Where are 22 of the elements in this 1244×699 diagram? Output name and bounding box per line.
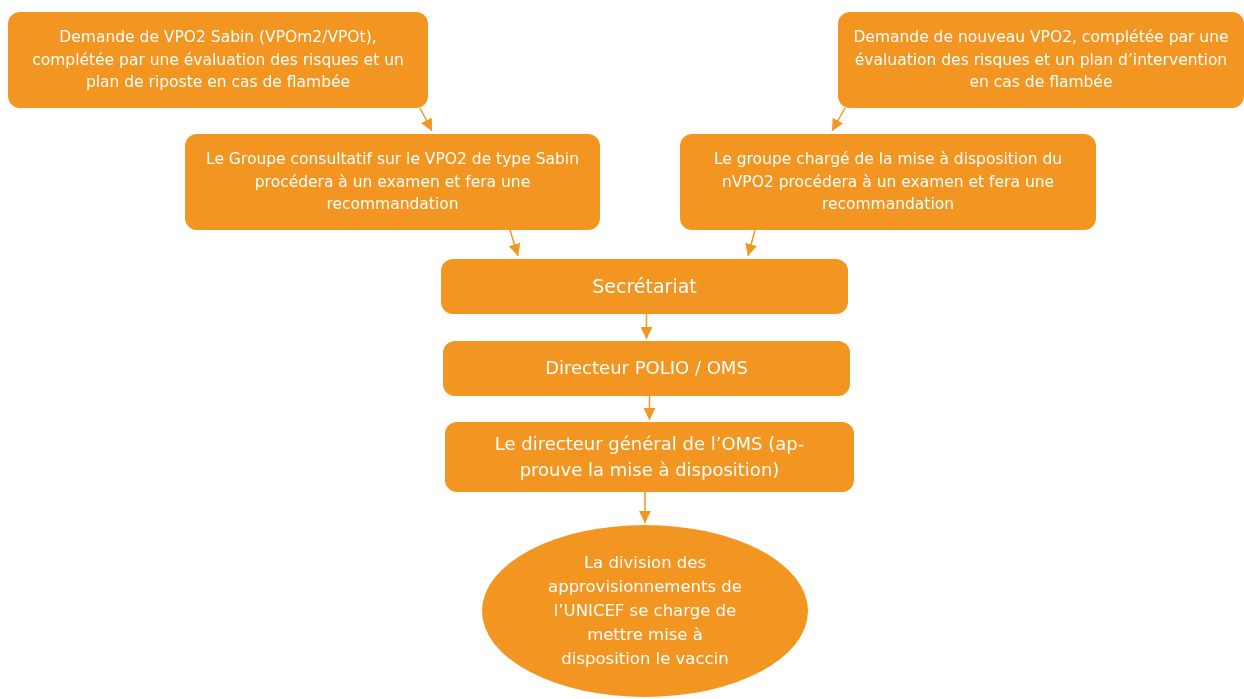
arrow [508,229,521,257]
arrow [639,491,651,524]
request-box [8,12,428,108]
node-text: Demande de VPO2 Sabin (VPOm2/VPOt), complétée par une évaluation des risques et un plan de riposte en cas de flambée [31,27,405,94]
node-text: Le groupe chargé de la mise à disposition du nVPO2 procédera à un examen et fera une recommandation [712,149,1064,216]
node-text: La division des approvisionnements de l’UNICEF se charge de mettre mise à disposition le vaccin [547,552,743,670]
arrow [745,229,757,257]
request-box [838,12,1244,108]
node-text: Directeur POLIO / OMS [545,356,748,381]
arrow [419,107,433,132]
node-text: Le Groupe consultatif sur le VPO2 de type Sabin procédera à un examen et fera une recommandation [205,149,580,216]
review-box [185,134,600,230]
process-box [441,259,848,314]
node-text: Secrétariat [592,273,697,299]
node-text: Demande de nouveau VPO2, complétée par une évaluation des risques et un plan d’intervention en cas de flambée [852,27,1230,94]
arrow [643,395,656,421]
node-text: Le directeur général de l’OMS (ap- prouve la mise à disposition) [493,431,806,482]
arrow [640,313,653,340]
arrow [831,107,846,132]
process-box [445,422,854,492]
process-box [443,341,850,396]
review-box [680,134,1096,230]
